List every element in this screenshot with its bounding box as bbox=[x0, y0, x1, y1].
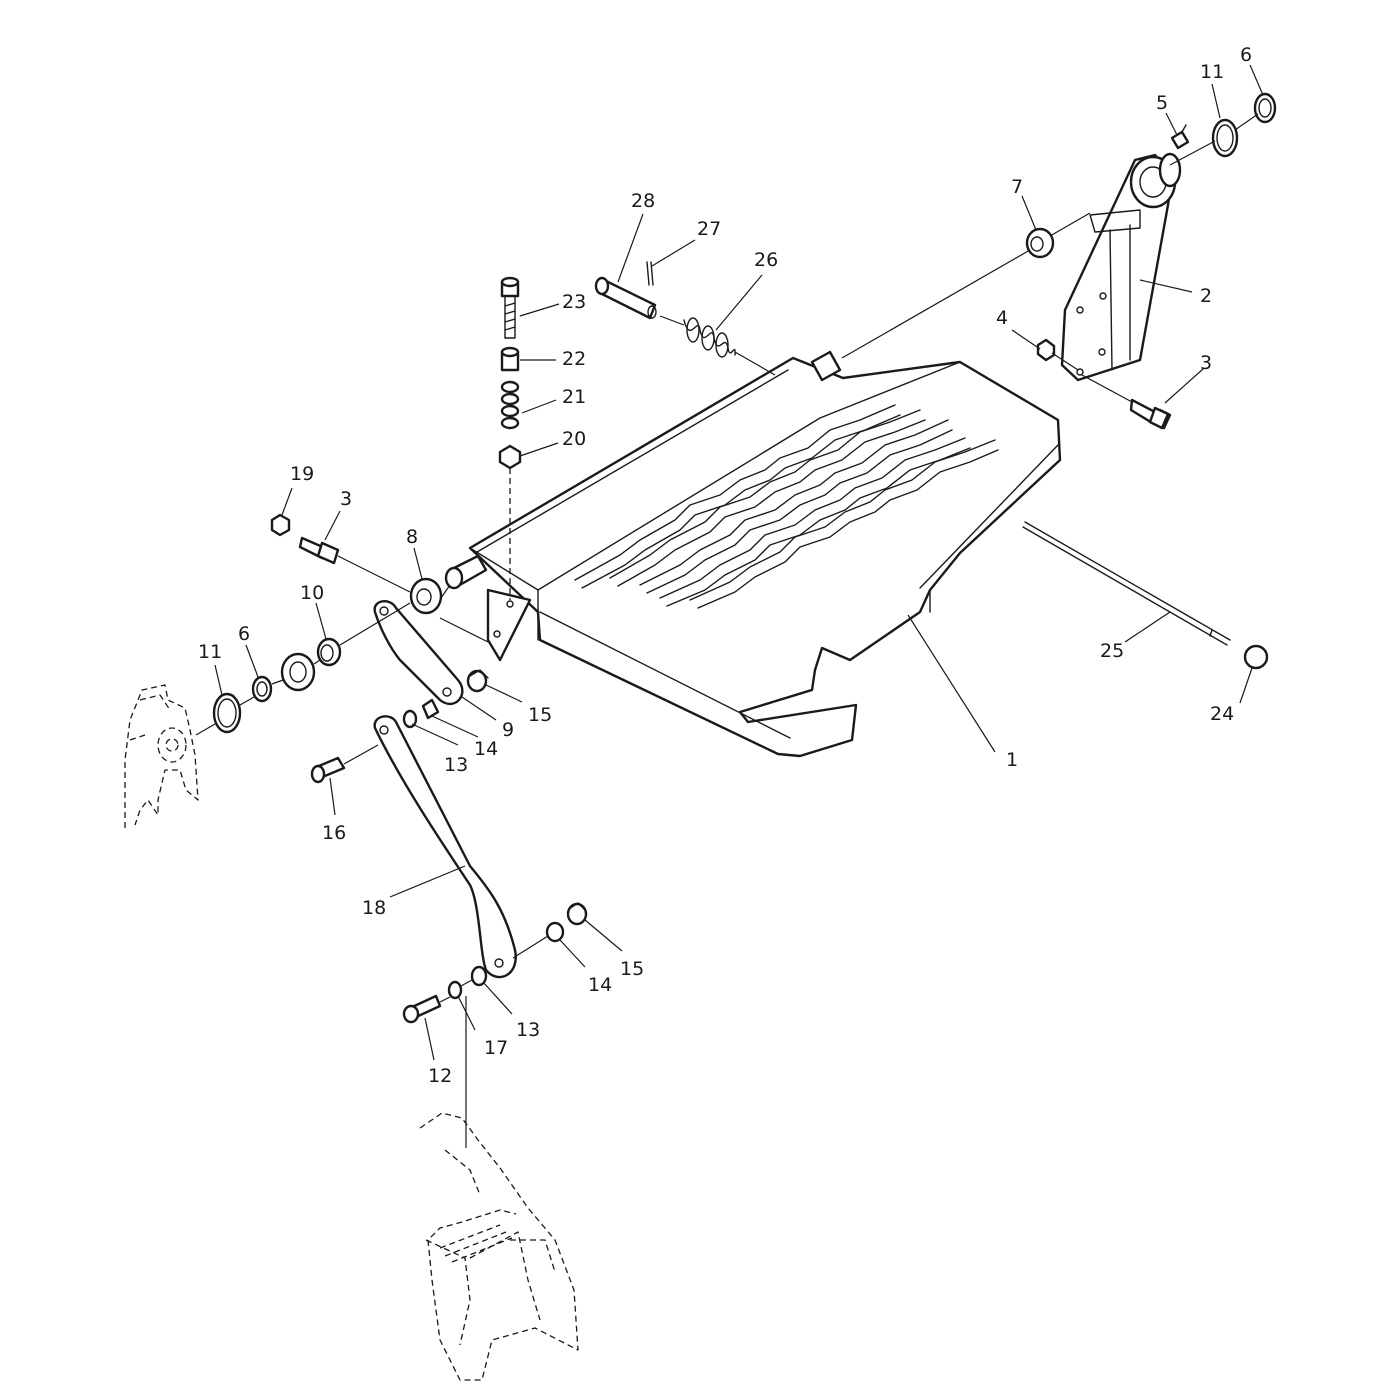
hinge-pin bbox=[594, 276, 657, 320]
nut-stack bbox=[498, 444, 522, 470]
washer-long bbox=[447, 980, 463, 1000]
ring-long bbox=[470, 965, 488, 987]
callout-6-rear: 6 bbox=[1240, 44, 1252, 66]
callout-2: 2 bbox=[1200, 285, 1212, 307]
callout-22: 22 bbox=[562, 348, 586, 370]
pivot-pin-short bbox=[421, 698, 440, 720]
nut-front bbox=[270, 513, 291, 537]
callout-23: 23 bbox=[562, 291, 586, 313]
callout-8: 8 bbox=[406, 526, 418, 548]
callout-11-rear: 11 bbox=[1200, 61, 1224, 83]
ring-short bbox=[402, 709, 418, 729]
callout-12: 12 bbox=[428, 1065, 452, 1087]
callout-13-upper: 13 bbox=[444, 754, 468, 776]
callout-7: 7 bbox=[1011, 176, 1023, 198]
callout-27: 27 bbox=[697, 218, 721, 240]
washer-rear bbox=[1253, 92, 1277, 124]
callout-13-lower: 13 bbox=[516, 1019, 540, 1041]
callout-17: 17 bbox=[484, 1037, 508, 1059]
cap-plug bbox=[1243, 644, 1269, 670]
callout-25: 25 bbox=[1100, 640, 1124, 662]
assembly-axes bbox=[195, 113, 1259, 1003]
callout-9: 9 bbox=[502, 719, 514, 741]
leader-lines bbox=[214, 64, 1264, 1061]
context-mount-left bbox=[124, 684, 199, 828]
callout-3-front: 3 bbox=[340, 488, 352, 510]
snap-ring-front bbox=[212, 692, 242, 734]
callout-4: 4 bbox=[996, 307, 1008, 329]
callout-20: 20 bbox=[562, 428, 586, 450]
bolt-lower bbox=[402, 994, 442, 1024]
callout-labels: 1 2 3 3 4 5 6 6 7 8 9 10 11 11 12 13 13 … bbox=[198, 44, 1252, 1087]
callout-6-front: 6 bbox=[238, 623, 250, 645]
split-pin bbox=[646, 261, 654, 286]
callout-16: 16 bbox=[322, 822, 346, 844]
callout-18: 18 bbox=[362, 897, 386, 919]
compression-spring bbox=[683, 317, 736, 358]
long-link bbox=[373, 715, 517, 979]
nut-rear bbox=[1036, 338, 1056, 362]
context-step-lower bbox=[419, 1112, 579, 1381]
callout-15-upper: 15 bbox=[528, 704, 552, 726]
short-link bbox=[373, 600, 464, 706]
callout-21: 21 bbox=[562, 386, 586, 408]
bolt-link bbox=[310, 756, 346, 784]
callout-14-lower: 14 bbox=[588, 974, 612, 996]
callout-10: 10 bbox=[300, 582, 324, 604]
callout-19: 19 bbox=[290, 463, 314, 485]
pivot-bushing-short bbox=[466, 669, 489, 693]
callout-3-rear: 3 bbox=[1200, 352, 1212, 374]
bolt-front bbox=[298, 536, 340, 565]
hinge-bracket bbox=[1060, 152, 1182, 382]
spacer-sleeve bbox=[500, 346, 520, 372]
washer-stack bbox=[500, 380, 520, 430]
bushing-front bbox=[409, 577, 443, 615]
pin-rod bbox=[1022, 521, 1231, 646]
step-platform bbox=[444, 350, 1062, 758]
bearing-front bbox=[280, 652, 316, 692]
snap-ring-rear bbox=[1211, 118, 1239, 158]
callout-11-front: 11 bbox=[198, 641, 222, 663]
callout-5: 5 bbox=[1156, 92, 1168, 114]
callout-24: 24 bbox=[1210, 703, 1234, 725]
bolt-rear bbox=[1129, 398, 1172, 430]
pivot-bushing-long bbox=[566, 902, 588, 926]
callout-14-upper: 14 bbox=[474, 738, 498, 760]
cap-screw bbox=[500, 276, 520, 339]
pivot-pin-long bbox=[545, 921, 565, 943]
washer-front bbox=[251, 675, 273, 703]
callout-15-lower: 15 bbox=[620, 958, 644, 980]
callout-1: 1 bbox=[1006, 749, 1018, 771]
sleeve-front bbox=[316, 637, 342, 667]
lubrication-nipple bbox=[1170, 124, 1190, 150]
callout-28: 28 bbox=[631, 190, 655, 212]
bushing-rear bbox=[1025, 227, 1055, 259]
callout-26: 26 bbox=[754, 249, 778, 271]
